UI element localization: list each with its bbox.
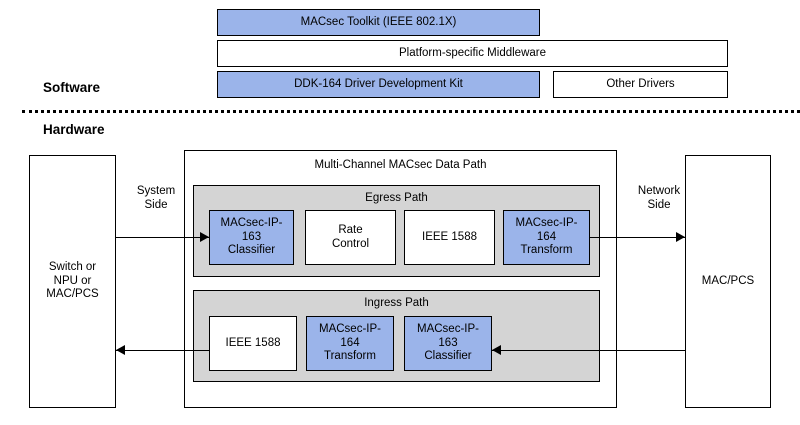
block-line: 163: [438, 336, 458, 349]
network-side-line: Side: [647, 198, 671, 211]
block-line: Rate: [338, 223, 363, 236]
software-block-label: DDK-164 Driver Development Kit: [294, 77, 463, 90]
software-block-label: MACsec Toolkit (IEEE 802.1X): [300, 15, 457, 28]
arrowhead-network-ingress: [492, 345, 501, 355]
block-line: 164: [340, 336, 360, 349]
network-side-label: Network Side: [625, 185, 693, 213]
software-block-platform-middleware[interactable]: Platform-specific Middleware: [217, 40, 728, 67]
arrowhead-ingress-system: [116, 345, 125, 355]
system-side-line: Side: [144, 198, 168, 211]
connector-network-ingress: [492, 350, 686, 351]
arrowhead-system-egress: [200, 232, 209, 242]
block-line: IEEE 1588: [225, 336, 281, 349]
block-line: MACsec-IP-: [220, 217, 283, 230]
block-line: Transform: [324, 350, 376, 363]
block-line: Control: [331, 237, 370, 250]
system-side-line: System: [136, 185, 176, 197]
system-side-label: System Side: [125, 185, 187, 213]
block-line: Classifier: [227, 244, 276, 257]
software-block-label: Other Drivers: [606, 77, 675, 90]
block-line: Classifier: [424, 350, 472, 363]
egress-block-macsec-ip-164-transform[interactable]: MACsec-IP- 164 Transform: [503, 210, 590, 265]
block-line: 164: [536, 230, 557, 243]
hardware-block-host-switch-npu[interactable]: Switch or NPU or MAC/PCS: [29, 155, 116, 408]
block-line: 163: [241, 230, 262, 243]
software-block-other-drivers[interactable]: Other Drivers: [553, 71, 728, 98]
ingress-path-title: Ingress Path: [364, 297, 429, 309]
section-label-software: Software: [43, 80, 101, 95]
egress-path-title: Egress Path: [365, 192, 428, 204]
connector-system-egress: [116, 237, 210, 238]
mac-pcs-label: MAC/PCS: [701, 274, 755, 287]
software-hardware-divider: [22, 110, 800, 113]
connector-egress-network: [590, 237, 686, 238]
network-side-line: Network: [637, 185, 681, 197]
block-line: Transform: [520, 244, 573, 257]
host-block-line: Switch or: [48, 261, 97, 274]
block-line: IEEE 1588: [422, 230, 477, 243]
ingress-block-macsec-ip-163-classifier[interactable]: MACsec-IP- 163 Classifier: [404, 316, 492, 371]
datapath-title: Multi-Channel MACsec Data Path: [314, 159, 487, 171]
software-block-label: Platform-specific Middleware: [399, 46, 546, 59]
egress-block-ieee-1588[interactable]: IEEE 1588: [404, 210, 495, 265]
ingress-block-macsec-ip-164-transform[interactable]: MACsec-IP- 164 Transform: [306, 316, 394, 371]
block-line: MACsec-IP-: [417, 323, 479, 336]
host-block-line: MAC/PCS: [46, 288, 99, 301]
host-block-line: NPU or: [53, 274, 92, 287]
egress-block-macsec-ip-163-classifier[interactable]: MACsec-IP- 163 Classifier: [209, 210, 294, 265]
block-line: MACsec-IP-: [319, 323, 381, 336]
arrowhead-egress-network: [676, 232, 685, 242]
section-label-hardware: Hardware: [43, 122, 105, 137]
block-line: MACsec-IP-: [515, 217, 578, 230]
egress-block-rate-control[interactable]: Rate Control: [305, 210, 396, 265]
software-block-macsec-toolkit[interactable]: MACsec Toolkit (IEEE 802.1X): [217, 9, 540, 36]
ingress-block-ieee-1588[interactable]: IEEE 1588: [209, 316, 297, 371]
hardware-block-mac-pcs[interactable]: MAC/PCS: [685, 155, 771, 408]
software-block-ddk-164[interactable]: DDK-164 Driver Development Kit: [217, 71, 540, 98]
connector-ingress-system: [116, 350, 210, 351]
